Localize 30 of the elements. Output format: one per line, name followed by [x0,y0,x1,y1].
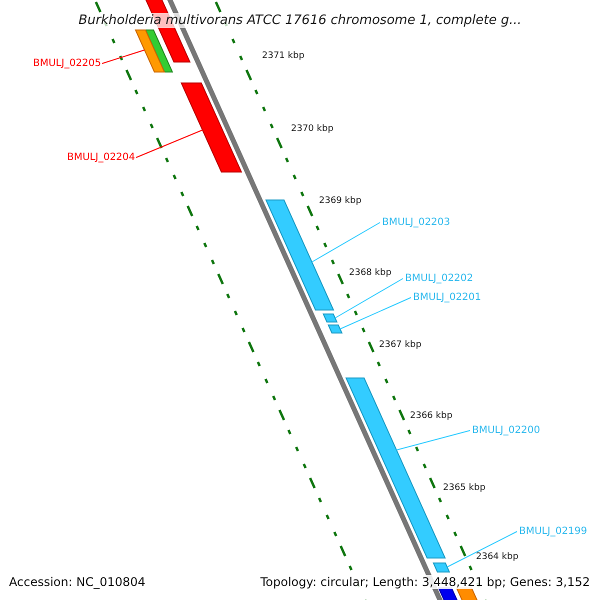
title: Burkholderia multivorans ATCC 17616 chromosome 1, complete g... [78,13,522,28]
gene-label: BMULJ_02205 [33,58,102,69]
gene-label: BMULJ_02200 [472,425,540,436]
footer-text: Topology: circular; Length: 3,448,421 bp; Genes: 3,152 [260,575,590,589]
leader-line [136,130,203,158]
leader-line [334,278,404,318]
gene-label: BMULJ_02204 [67,152,136,163]
leader-line [340,297,412,330]
gene-label: BMULJ_02202 [405,273,474,284]
tick-label: 2364 kbp [476,552,518,562]
gene-block [432,562,450,572]
tick-label: 2367 kbp [379,340,422,350]
gene-block [180,82,242,172]
leader-line [396,430,470,450]
gene-block [322,314,338,322]
tick-label: 2371 kbp [262,51,304,61]
tick-label: 2369 kbp [319,196,362,206]
gene-label: BMULJ_02201 [413,292,482,303]
tick-label: 2370 kbp [291,124,334,134]
gene-label: BMULJ_02203 [382,217,450,228]
tick-label: 2365 kbp [443,483,486,493]
leader-line [102,50,145,64]
gene-label: BMULJ_02199 [519,526,588,537]
tick-label: 2366 kbp [410,411,452,421]
leader-line [446,531,518,568]
tick-label: 2368 kbp [349,268,392,278]
leader-line [311,222,380,262]
gene-block [328,324,343,334]
gene-block [134,30,166,72]
footer-text: Accession: NC_010804 [9,575,146,589]
